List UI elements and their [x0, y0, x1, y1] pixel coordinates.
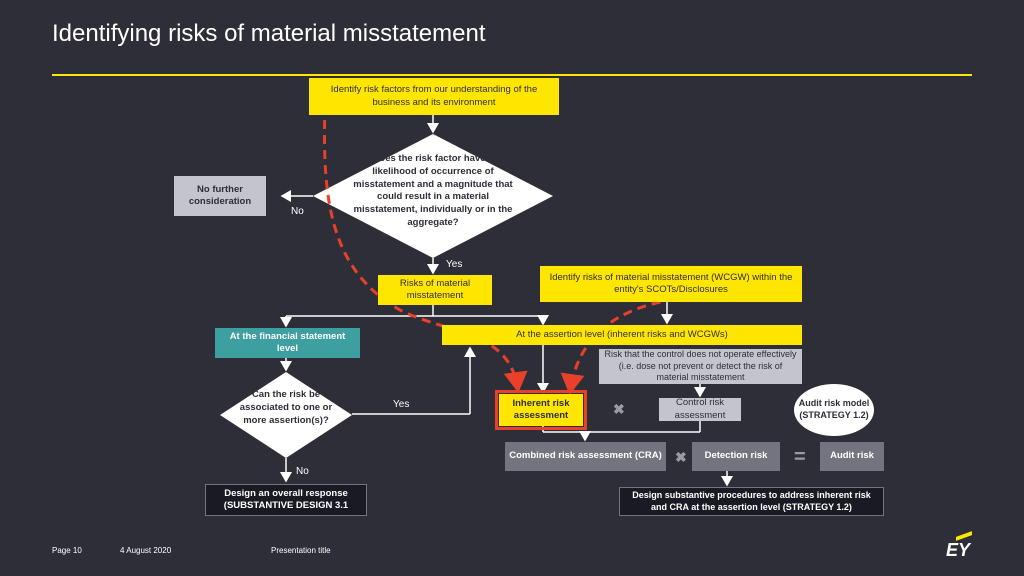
- footer-page-number: Page 10: [52, 546, 82, 555]
- risks-of-material-misstatement-box: Risks of material misstatement: [378, 275, 492, 305]
- substantive-procedures-box: Design substantive procedures to address…: [619, 487, 884, 516]
- identify-wcgw-box: Identify risks of material misstatement …: [540, 266, 802, 302]
- likelihood-question-text: Does the risk factor have a likelihood o…: [353, 153, 513, 229]
- slide-title: Identifying risks of material misstateme…: [52, 20, 486, 47]
- ey-logo: EY: [946, 540, 971, 560]
- no-label-1: No: [291, 206, 304, 217]
- equals-operator: =: [794, 446, 806, 468]
- audit-risk-model-oval: Audit risk model (STRATEGY 1.2): [794, 384, 874, 436]
- control-risk-assessment-box: Control risk assessment: [659, 397, 741, 421]
- footer-presentation-title: Presentation title: [271, 546, 331, 555]
- decision-diamond-assertion: [220, 372, 352, 458]
- multiply-operator-1: ✖: [613, 401, 625, 417]
- assertion-level-box: At the assertion level (inherent risks a…: [442, 325, 802, 345]
- yes-label-1: Yes: [446, 259, 463, 270]
- financial-statement-level-box: At the financial statement level: [215, 328, 360, 358]
- no-further-consideration-box: No further consideration: [174, 176, 266, 216]
- inherent-risk-assessment-box: Inherent risk assessment: [495, 390, 587, 430]
- multiply-operator-2: ✖: [675, 449, 687, 465]
- yes-label-2: Yes: [393, 399, 410, 410]
- no-label-2: No: [296, 466, 309, 477]
- audit-risk-box: Audit risk: [820, 442, 884, 471]
- detection-risk-box: Detection risk: [692, 442, 780, 471]
- control-risk-description-box: Risk that the control does not operate e…: [599, 349, 802, 384]
- combined-risk-assessment-box: Combined risk assessment (CRA): [505, 442, 666, 471]
- dashed-path-factors-to-inherent: [322, 104, 528, 393]
- footer-date: 4 August 2020: [120, 546, 172, 555]
- identify-risk-factors-box: Identify risk factors from our understan…: [309, 78, 559, 115]
- decision-diamond-likelihood: [313, 134, 553, 258]
- title-rule: [52, 74, 972, 76]
- assertion-question-text: Can the risk be associated to one or mor…: [239, 389, 333, 426]
- overall-response-box: Design an overall response (SUBSTANTIVE …: [205, 484, 367, 516]
